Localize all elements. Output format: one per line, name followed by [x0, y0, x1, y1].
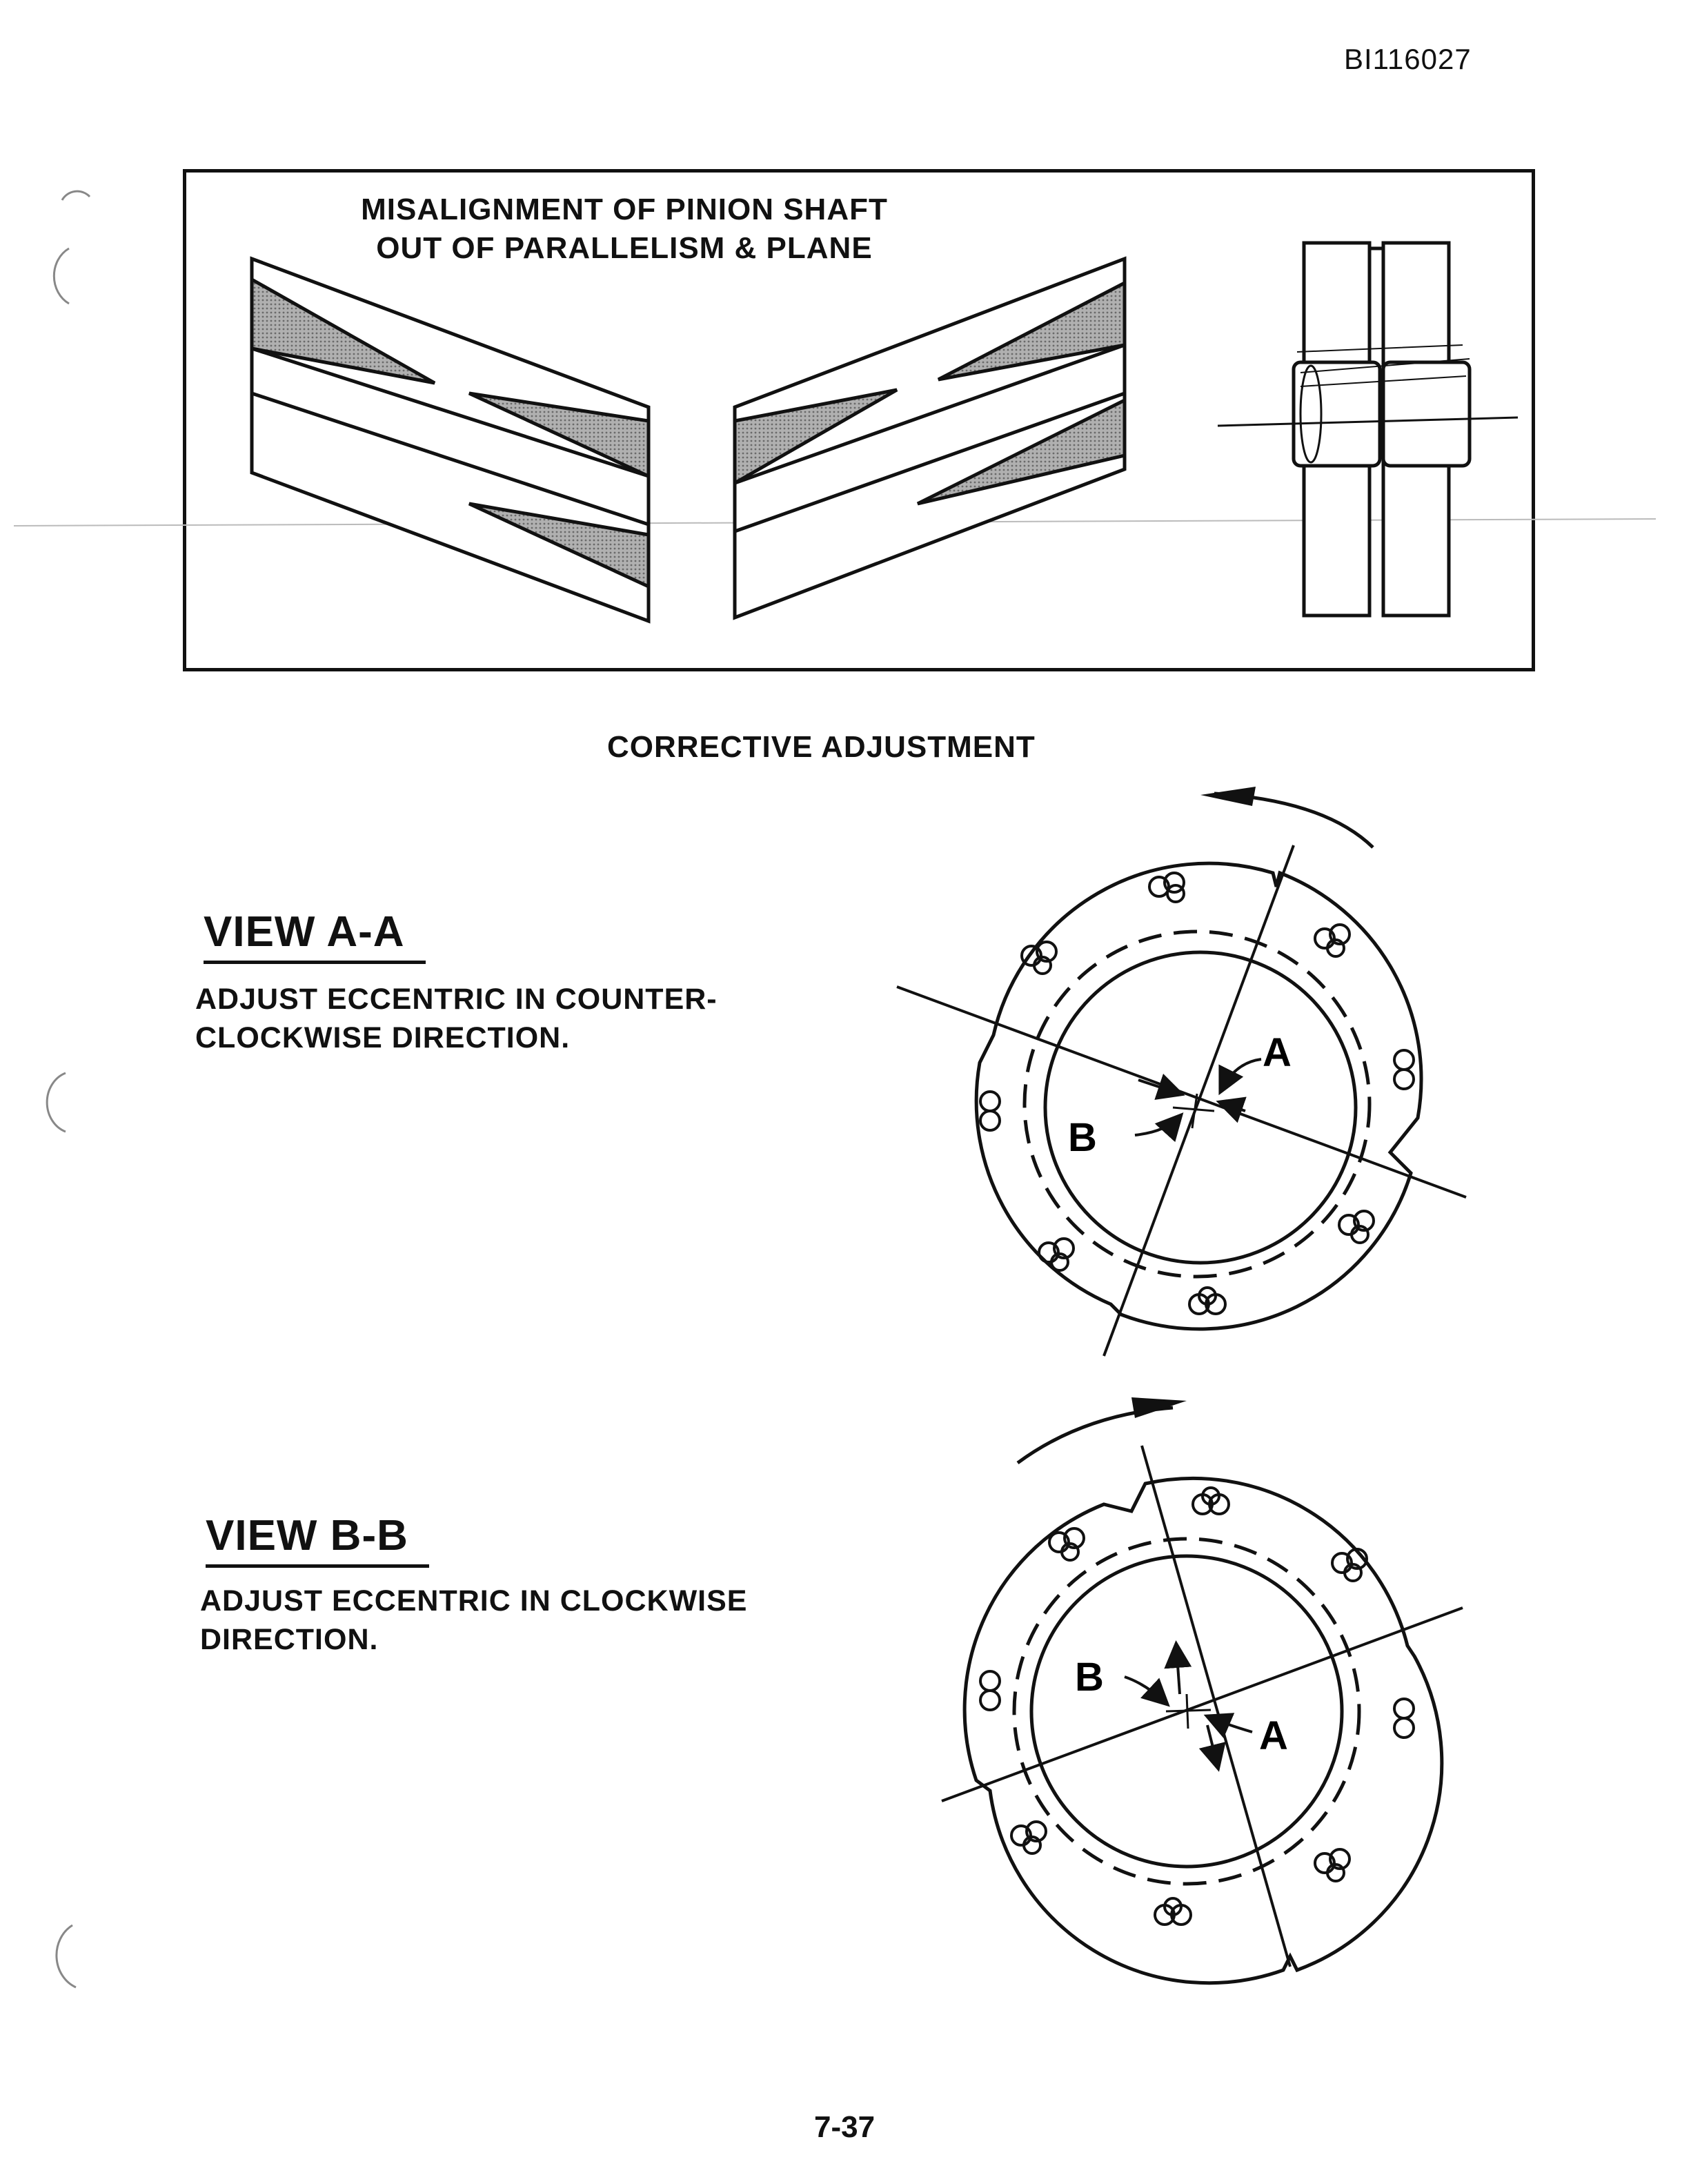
flange-view-b	[941, 1397, 1463, 1985]
figure-title-line-2: OUT OF PARALLELISM & PLANE	[376, 231, 873, 265]
view-a-instruction-line-2: CLOCKWISE DIRECTION.	[195, 1021, 571, 1054]
figure-title-line-1: MISALIGNMENT OF PINION SHAFT	[361, 193, 888, 226]
gear-mesh-left-diagram	[250, 256, 651, 624]
section-title: CORRECTIVE ADJUSTMENT	[607, 730, 1036, 764]
gear-mesh-middle-diagram	[733, 256, 1127, 620]
view-a-instruction-line-1: ADJUST ECCENTRIC IN COUNTER-	[195, 983, 718, 1016]
binder-hole-marks	[46, 190, 91, 1989]
view-b-instruction-line-1: ADJUST ECCENTRIC IN CLOCKWISE	[200, 1584, 748, 1617]
view-a-label-a: A	[1263, 1030, 1292, 1075]
view-b-instruction-line-2: DIRECTION.	[200, 1623, 379, 1656]
view-b-instruction: ADJUST ECCENTRIC IN CLOCKWISE DIRECTION.	[200, 1582, 890, 1659]
flange-b-bolts	[979, 1486, 1415, 1926]
misalignment-figure-frame	[183, 169, 1535, 671]
misalignment-figure-title: MISALIGNMENT OF PINION SHAFT OUT OF PARA…	[183, 190, 1535, 268]
view-b-label-a: A	[1259, 1713, 1288, 1758]
flange-view-a	[896, 787, 1467, 1357]
view-a-label-b: B	[1068, 1115, 1097, 1160]
page-number: 7-37	[814, 2110, 876, 2144]
view-b-label-b: B	[1075, 1655, 1104, 1700]
document-id: BI116027	[1344, 43, 1472, 75]
flange-a-bolts	[979, 872, 1415, 1315]
clockwise-arrow-icon	[1016, 1406, 1174, 1465]
view-b-heading: VIEW B-B	[206, 1511, 429, 1568]
pinion-shaft-side-view	[1217, 241, 1519, 618]
view-a-instruction: ADJUST ECCENTRIC IN COUNTER- CLOCKWISE D…	[195, 980, 885, 1057]
view-a-heading: VIEW A-A	[204, 907, 426, 964]
